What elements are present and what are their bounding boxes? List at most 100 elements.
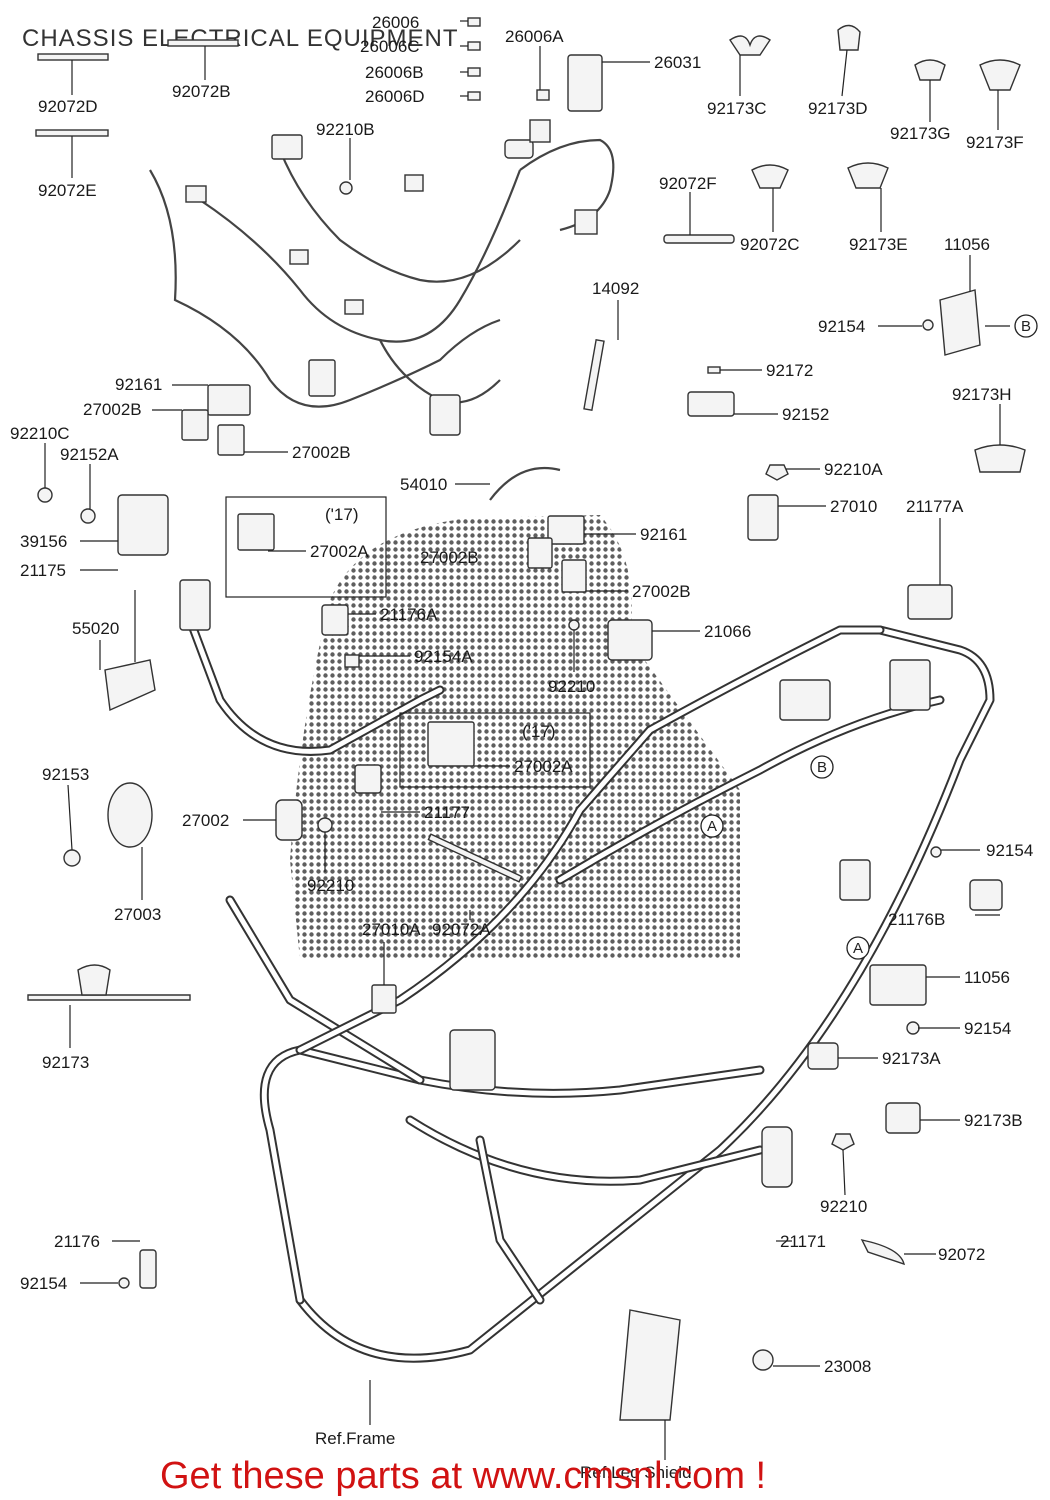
- label-92072A: 92072A: [432, 920, 491, 939]
- label-92072B: 92072B: [172, 82, 231, 101]
- label-92072F: 92072F: [659, 174, 717, 193]
- part-27002: [275, 799, 303, 841]
- label-92161-top: 92161: [115, 375, 162, 394]
- svg-text:B: B: [817, 759, 827, 776]
- label-27002B-top: 27002B: [83, 400, 142, 419]
- part-92210-mid: [568, 619, 580, 631]
- part-92152: [687, 391, 735, 417]
- label-26006D: 26006D: [365, 87, 425, 106]
- label-39156: 39156: [20, 532, 67, 551]
- leg-shield-part: [619, 1309, 681, 1421]
- part-labels: 26006 26006C 26006B 26006D 26006A 26031 …: [10, 13, 1033, 1482]
- label-21171: 21171: [780, 1232, 826, 1251]
- label-54010: 54010: [400, 475, 447, 494]
- part-21177A: [907, 584, 953, 620]
- part-92072D: [37, 53, 109, 61]
- part-27002A-top: [237, 513, 275, 551]
- svg-text:A: A: [853, 940, 863, 957]
- part-92173H: [974, 444, 1026, 473]
- part-92173D: [837, 24, 861, 51]
- part-27002B-c: [527, 537, 553, 569]
- label-92173B: 92173B: [964, 1111, 1023, 1130]
- label-27002B-lower: 27002B: [632, 582, 691, 601]
- scooter-frame: [179, 579, 995, 1363]
- part-92154A: [344, 654, 360, 668]
- label-92152: 92152: [782, 405, 829, 424]
- part-92072F: [663, 234, 735, 244]
- part-92161-top: [207, 384, 251, 416]
- part-26031: [567, 54, 603, 112]
- part-92154-left: [118, 1277, 130, 1289]
- part-26006C: [467, 41, 481, 51]
- small-parts: [27, 17, 1026, 1371]
- part-23008: [752, 1349, 774, 1371]
- callout-b-frame: B: [810, 755, 834, 779]
- part-21176: [139, 1249, 157, 1289]
- part-21066: [607, 619, 653, 661]
- part-92152A: [80, 508, 96, 524]
- label-92210A: 92210A: [824, 460, 883, 479]
- label-92152A: 92152A: [60, 445, 119, 464]
- part-55020: [104, 659, 156, 712]
- diagram-title: CHASSIS ELECTRICAL EQUIPMENT: [22, 25, 459, 52]
- part-92154-bottom: [906, 1021, 920, 1035]
- label-92173C: 92173C: [707, 99, 767, 118]
- label-92210B: 92210B: [316, 120, 375, 139]
- label-92154A: 92154A: [414, 647, 473, 666]
- part-26006B: [467, 67, 481, 77]
- label-ref-frame: Ref.Frame: [315, 1429, 395, 1448]
- label-92072E: 92072E: [38, 181, 97, 200]
- label-21176A: 21176A: [380, 605, 438, 624]
- part-11056-bottom: [869, 964, 927, 1006]
- part-92173-base: [27, 994, 191, 1001]
- part-26006A: [536, 89, 550, 101]
- label-92154-top: 92154: [818, 317, 865, 336]
- callout-a-frame: A: [700, 814, 724, 838]
- label-55020: 55020: [72, 619, 119, 638]
- label-92210C: 92210C: [10, 424, 70, 443]
- part-92173: [77, 964, 111, 996]
- promo-banner[interactable]: Get these parts at www.cmsnl.com !: [160, 1455, 766, 1497]
- part-11056-top: [939, 289, 981, 356]
- callout-b-top: B: [1014, 314, 1038, 338]
- part-27002B-a: [181, 409, 209, 441]
- label-11056-top: 11056: [944, 235, 990, 254]
- part-92173B: [885, 1102, 921, 1134]
- part-27010A: [371, 984, 397, 1014]
- part-92173G: [914, 59, 946, 81]
- label-27010A: 27010A: [362, 920, 421, 939]
- part-92072E: [35, 129, 109, 137]
- part-26006: [467, 17, 481, 27]
- part-92072C: [751, 164, 789, 189]
- svg-text:B: B: [1021, 318, 1031, 335]
- part-54010: [489, 466, 561, 501]
- label-21066: 21066: [704, 622, 751, 641]
- label-92161-mid: 92161: [640, 525, 687, 544]
- part-14092: [583, 339, 605, 411]
- label-21177: 21177: [424, 803, 470, 822]
- part-21176B: [969, 879, 1003, 911]
- leader-lines: [44, 20, 1010, 1460]
- label-ref-leg-shield: Ref.Leg Shield: [580, 1463, 692, 1482]
- part-92210B: [339, 181, 353, 195]
- part-92172: [707, 366, 721, 374]
- label-92173H: 92173H: [952, 385, 1012, 404]
- part-21171: [761, 1126, 793, 1188]
- label-27002A-mid: 27002A: [514, 757, 573, 776]
- group-box-1: [225, 496, 387, 598]
- label-92172: 92172: [766, 361, 813, 380]
- label-14092: 14092: [592, 279, 639, 298]
- group-year-label-1: ('17): [325, 505, 358, 524]
- label-92072: 92072: [938, 1245, 985, 1264]
- group-box-2: [399, 712, 591, 788]
- part-39156-21175: [117, 494, 169, 556]
- label-92173E: 92173E: [849, 235, 908, 254]
- callout-a-right: A: [846, 936, 870, 960]
- label-92154-right: 92154: [986, 841, 1033, 860]
- label-27002A-top: 27002A: [310, 542, 369, 561]
- label-27002: 27002: [182, 811, 229, 830]
- group-year-label-2: ('17): [522, 722, 555, 741]
- label-26006C: 26006C: [360, 37, 420, 56]
